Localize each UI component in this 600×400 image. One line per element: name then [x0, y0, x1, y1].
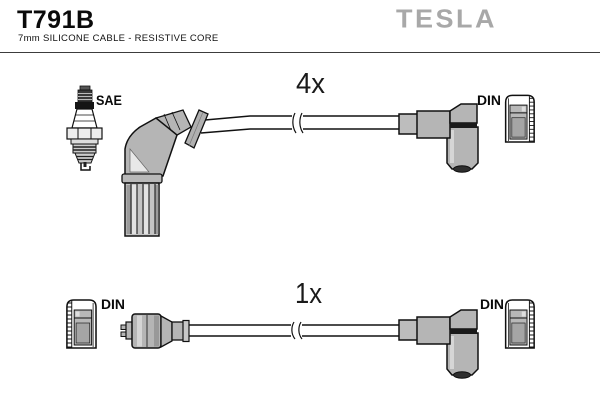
- ignition-cable-bottom: [188, 321, 401, 340]
- din-label-bottom-right: DIN: [480, 296, 504, 312]
- din-label-top: DIN: [477, 92, 501, 108]
- distributor-boot-top-icon: [398, 103, 479, 173]
- tesla-logo: TESLA: [396, 4, 498, 34]
- din-connector-top-icon: [504, 94, 535, 143]
- din-connector-bottom-left-icon: [66, 299, 97, 349]
- ignition-cable-top: [200, 112, 401, 134]
- quantity-top-label: 4x: [296, 68, 325, 100]
- part-number: T791B: [17, 6, 95, 34]
- cable-break-top-icon: [292, 112, 304, 134]
- straight-boot-icon: [120, 313, 190, 349]
- din-connector-bottom-right-icon: [504, 299, 535, 349]
- cable-break-bottom-icon: [291, 321, 303, 340]
- spark-plug-boot-icon: [121, 109, 209, 237]
- quantity-bottom-label: 1x: [295, 278, 322, 310]
- sae-label: SAE: [96, 92, 122, 108]
- din-label-bottom-left: DIN: [101, 296, 125, 312]
- spark-plug-icon: [66, 85, 103, 171]
- distributor-boot-bottom-icon: [398, 309, 479, 379]
- product-subtitle: 7mm SILICONE CABLE - RESISTIVE CORE: [18, 33, 219, 44]
- header-divider: [0, 52, 600, 53]
